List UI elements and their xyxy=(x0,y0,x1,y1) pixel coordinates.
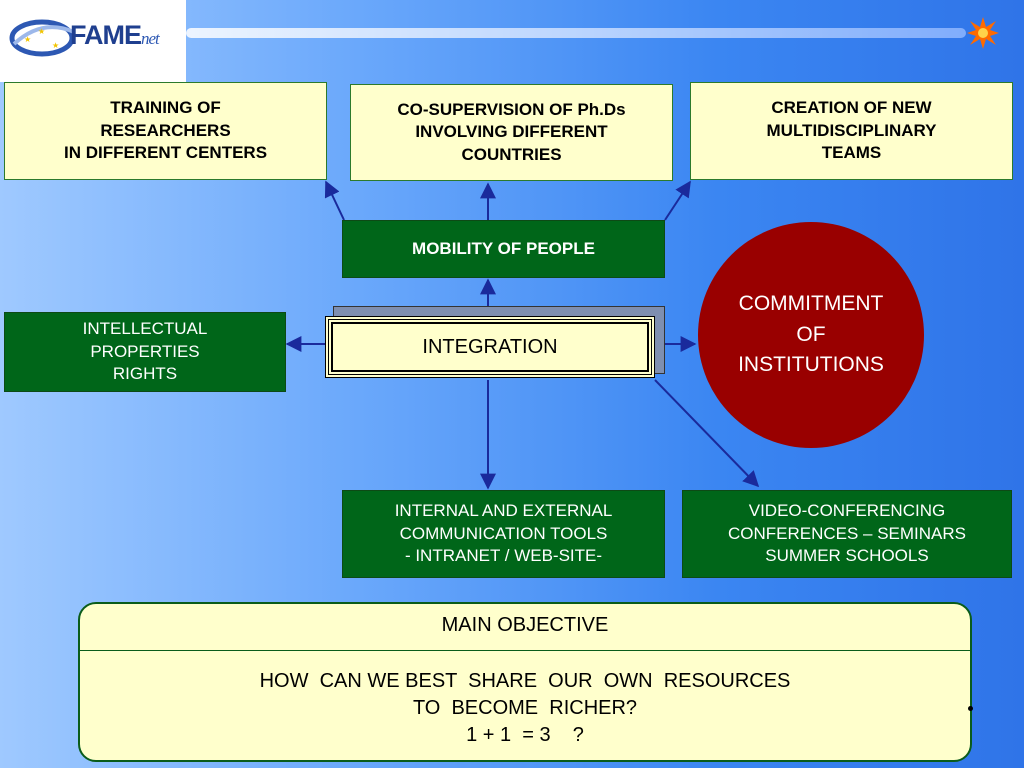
intellectual-box: INTELLECTUAL PROPERTIES RIGHTS xyxy=(4,312,286,392)
fame-logo-swoosh-icon: ★ ★ ★ xyxy=(9,19,75,57)
svg-text:★: ★ xyxy=(38,27,45,36)
svg-text:★: ★ xyxy=(52,41,59,50)
arrow-to-creation xyxy=(664,180,691,221)
objective-line-2: TO BECOME RICHER? xyxy=(412,697,638,720)
fame-logo: ★ ★ ★ FAMEnet xyxy=(0,0,186,82)
commitment-circle: COMMITMENT OF INSTITUTIONS xyxy=(698,222,924,448)
training-box: TRAINING OF RESEARCHERS IN DIFFERENT CEN… xyxy=(4,82,327,180)
objective-heading: MAIN OBJECTIVE xyxy=(80,604,970,651)
arrow-to-video xyxy=(654,379,760,488)
objective-line-3: 1 + 1 = 3 ? xyxy=(466,724,584,747)
arrow-to-training xyxy=(324,180,345,221)
cosupervision-box: CO-SUPERVISION OF Ph.Ds INVOLVING DIFFER… xyxy=(350,84,673,181)
communication-box: INTERNAL AND EXTERNAL COMMUNICATION TOOL… xyxy=(342,490,665,578)
objective-question: HOW CAN WE BEST SHARE OUR OWN RESOURCES … xyxy=(80,651,970,750)
main-objective-panel: MAIN OBJECTIVE HOW CAN WE BEST SHARE OUR… xyxy=(78,602,972,762)
creation-box: CREATION OF NEW MULTIDISCIPLINARY TEAMS xyxy=(690,82,1013,180)
logo-wordmark: FAMEnet xyxy=(70,20,160,50)
integration-box: INTEGRATION xyxy=(325,316,655,378)
objective-line-1: HOW CAN WE BEST SHARE OUR OWN RESOURCES xyxy=(259,670,791,692)
mobility-box: MOBILITY OF PEOPLE xyxy=(342,220,665,278)
starburst-icon xyxy=(967,17,999,49)
bullet-dot xyxy=(968,706,973,711)
svg-text:★: ★ xyxy=(24,35,31,44)
video-box: VIDEO-CONFERENCING CONFERENCES – SEMINAR… xyxy=(682,490,1012,578)
header-bar xyxy=(186,28,966,38)
